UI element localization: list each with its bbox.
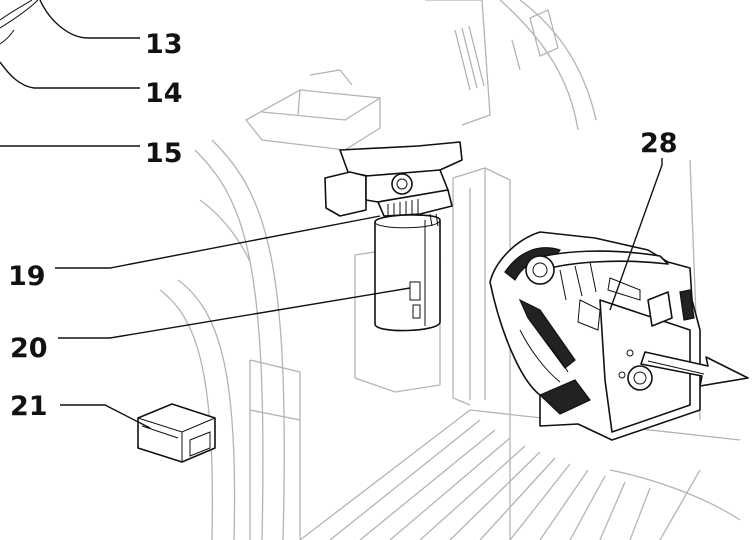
- leader-21: [60, 404, 151, 429]
- callout-20: 20: [10, 333, 48, 364]
- coffee-container-cylinder: [374, 213, 441, 332]
- grinder-drive-assembly: [324, 141, 463, 217]
- callout-13: 13: [145, 29, 183, 60]
- callout-21: 21: [10, 391, 48, 422]
- leader-13: [39, 0, 140, 39]
- brewing-unit: [489, 231, 701, 441]
- callout-19: 19: [8, 261, 46, 292]
- leader-14: [0, 61, 140, 89]
- callout-labels: 13 14 15 19 20 21 28: [8, 29, 678, 422]
- leader-20: [58, 287, 411, 339]
- callout-15: 15: [145, 138, 183, 169]
- hose-assembly: [0, 0, 39, 45]
- drip-tray-grate: [299, 409, 741, 540]
- callout-14: 14: [145, 78, 183, 109]
- leader-19: [55, 215, 381, 269]
- machine-housing: [159, 0, 741, 540]
- leader-lines: [0, 0, 663, 429]
- removal-arrow-icon: [640, 351, 749, 387]
- callout-28: 28: [640, 128, 678, 159]
- cartridge-part: [137, 403, 216, 463]
- leader-28: [609, 158, 663, 311]
